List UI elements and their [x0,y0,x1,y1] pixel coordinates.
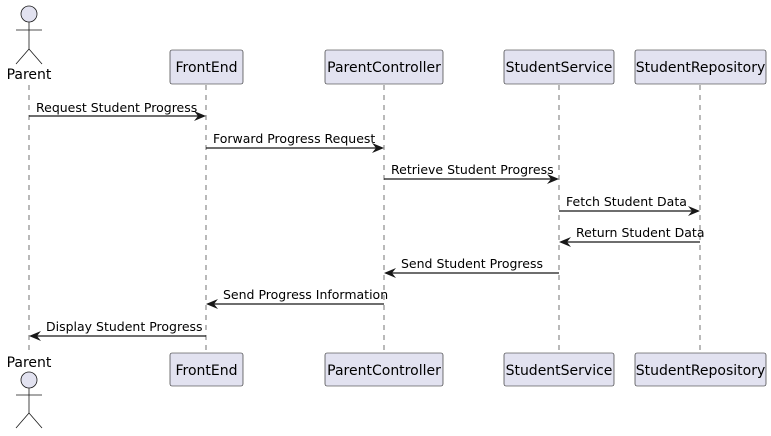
actor-parent-bottom: Parent [7,355,52,429]
message-label: Retrieve Student Progress [391,162,554,177]
message-3: Retrieve Student Progress [384,162,559,184]
participant-studentservice-top: StudentService [503,49,615,85]
message-label: Send Student Progress [401,256,543,271]
participant-label: ParentController [327,60,441,76]
participant-label: StudentService [506,363,613,379]
participant-label: StudentService [506,60,613,76]
participant-studentservice-bottom: StudentService [503,352,615,387]
message-label: Return Student Data [576,225,704,240]
participant-frontend-bottom: FrontEnd [169,352,244,387]
participant-label: StudentRepository [636,60,766,76]
message-label: Request Student Progress [36,100,197,115]
message-label: Display Student Progress [46,319,203,334]
stick-figure-icon [15,5,43,65]
participant-parentcontroller-top: ParentController [324,49,444,85]
message-8: Display Student Progress [29,319,206,341]
participant-parentcontroller-bottom: ParentController [324,352,444,387]
actor-label: Parent [7,67,52,83]
participant-studentrepository-bottom: StudentRepository [634,352,767,387]
message-5: Return Student Data [559,225,704,247]
message-label: Forward Progress Request [213,131,375,146]
participant-label: ParentController [327,363,441,379]
message-4: Fetch Student Data [559,194,700,216]
participant-label: FrontEnd [175,363,237,379]
participant-studentrepository-top: StudentRepository [634,49,767,85]
message-6: Send Student Progress [384,256,559,278]
actor-parent-top: Parent [7,5,52,83]
participant-label: FrontEnd [175,60,237,76]
message-label: Fetch Student Data [566,194,687,209]
message-label: Send Progress Information [223,287,388,302]
message-2: Forward Progress Request [206,131,384,153]
participant-label: StudentRepository [636,363,766,379]
stick-figure-icon [15,371,43,429]
participant-frontend-top: FrontEnd [169,49,244,85]
message-1: Request Student Progress [29,100,206,121]
actor-label: Parent [7,355,52,371]
message-7: Send Progress Information [206,287,388,309]
